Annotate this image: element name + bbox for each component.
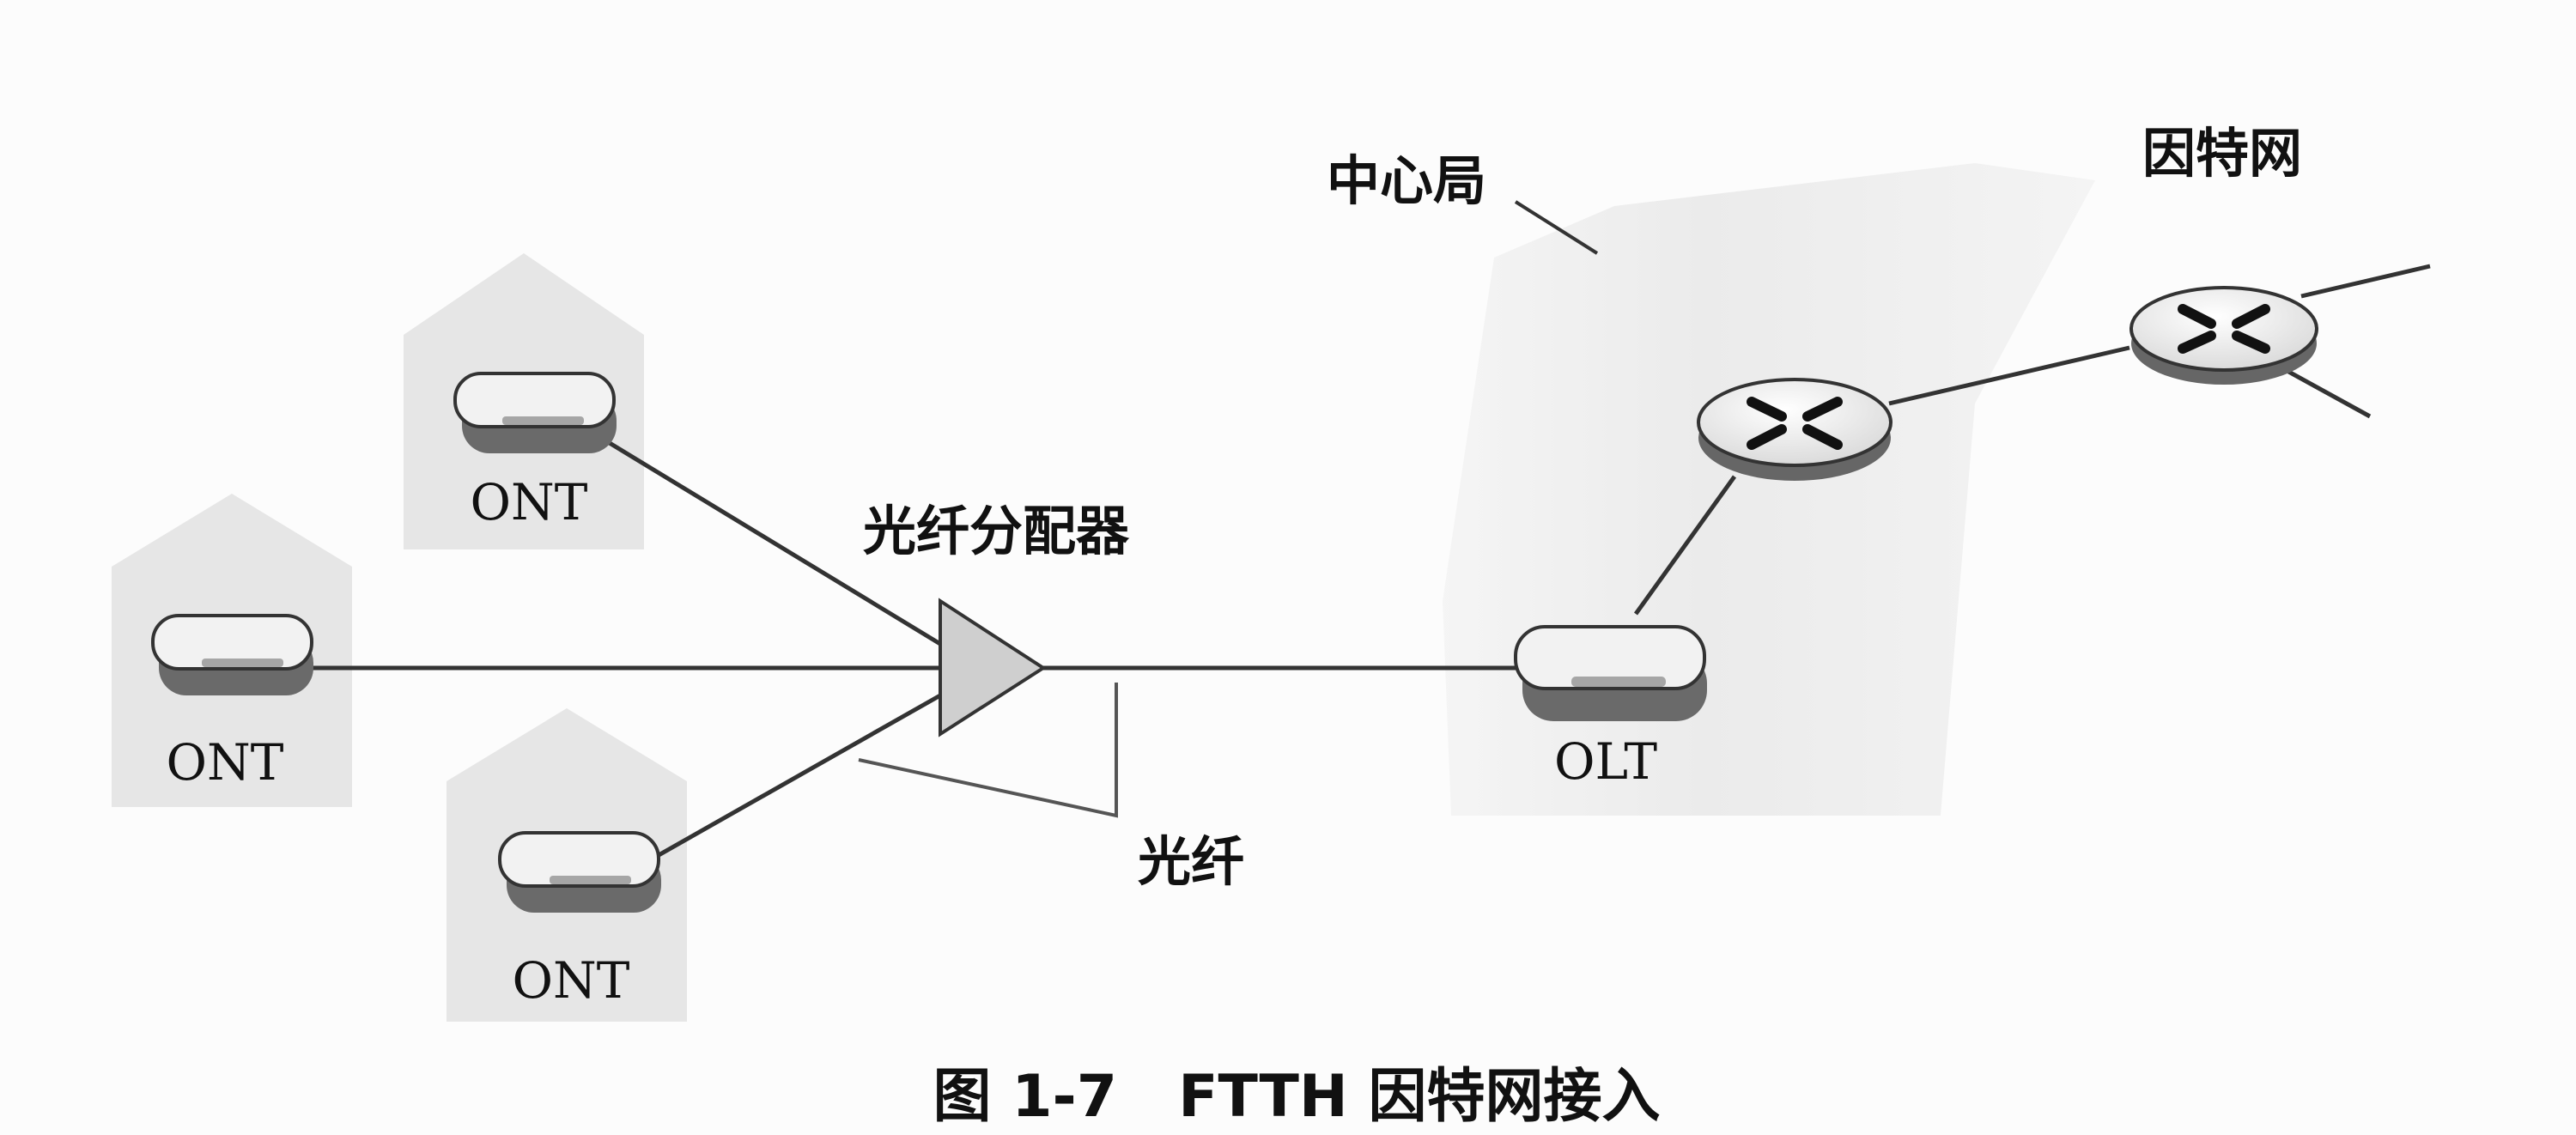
figure-caption: 图 1-7 FTTH 因特网接入 [933, 1063, 1661, 1131]
label-internet: 因特网 [2142, 122, 2302, 185]
ont-device-top [453, 372, 617, 453]
link-olt-to-router1 [1633, 475, 1737, 616]
ont-device-bottom [498, 831, 661, 913]
router-1-icon [1697, 378, 1893, 481]
splitter-icon [939, 598, 1047, 737]
fiber-ont-bottom-to-splitter [651, 693, 942, 861]
router-2-icon [2129, 286, 2318, 385]
label-olt: OLT [1554, 732, 1657, 791]
fiber-links [309, 264, 2431, 861]
label-ont-top: ONT [471, 473, 588, 531]
label-fiber: 光纤 [1138, 830, 1244, 893]
fiber-ont-top-to-splitter [599, 435, 942, 646]
ont-device-left [151, 614, 313, 695]
fiber-callout [858, 683, 1118, 818]
link-router1-to-router2 [1888, 345, 2130, 406]
label-ont-bottom: ONT [513, 951, 630, 1010]
central-office-leader [1514, 200, 1599, 255]
label-splitter: 光纤分配器 [863, 500, 1130, 562]
link-router2-out-b [2282, 367, 2372, 419]
olt-device [1514, 625, 1707, 721]
label-ont-left: ONT [167, 733, 284, 792]
label-central-office: 中心局 [1327, 149, 1486, 212]
link-router2-out-a [2300, 264, 2431, 299]
